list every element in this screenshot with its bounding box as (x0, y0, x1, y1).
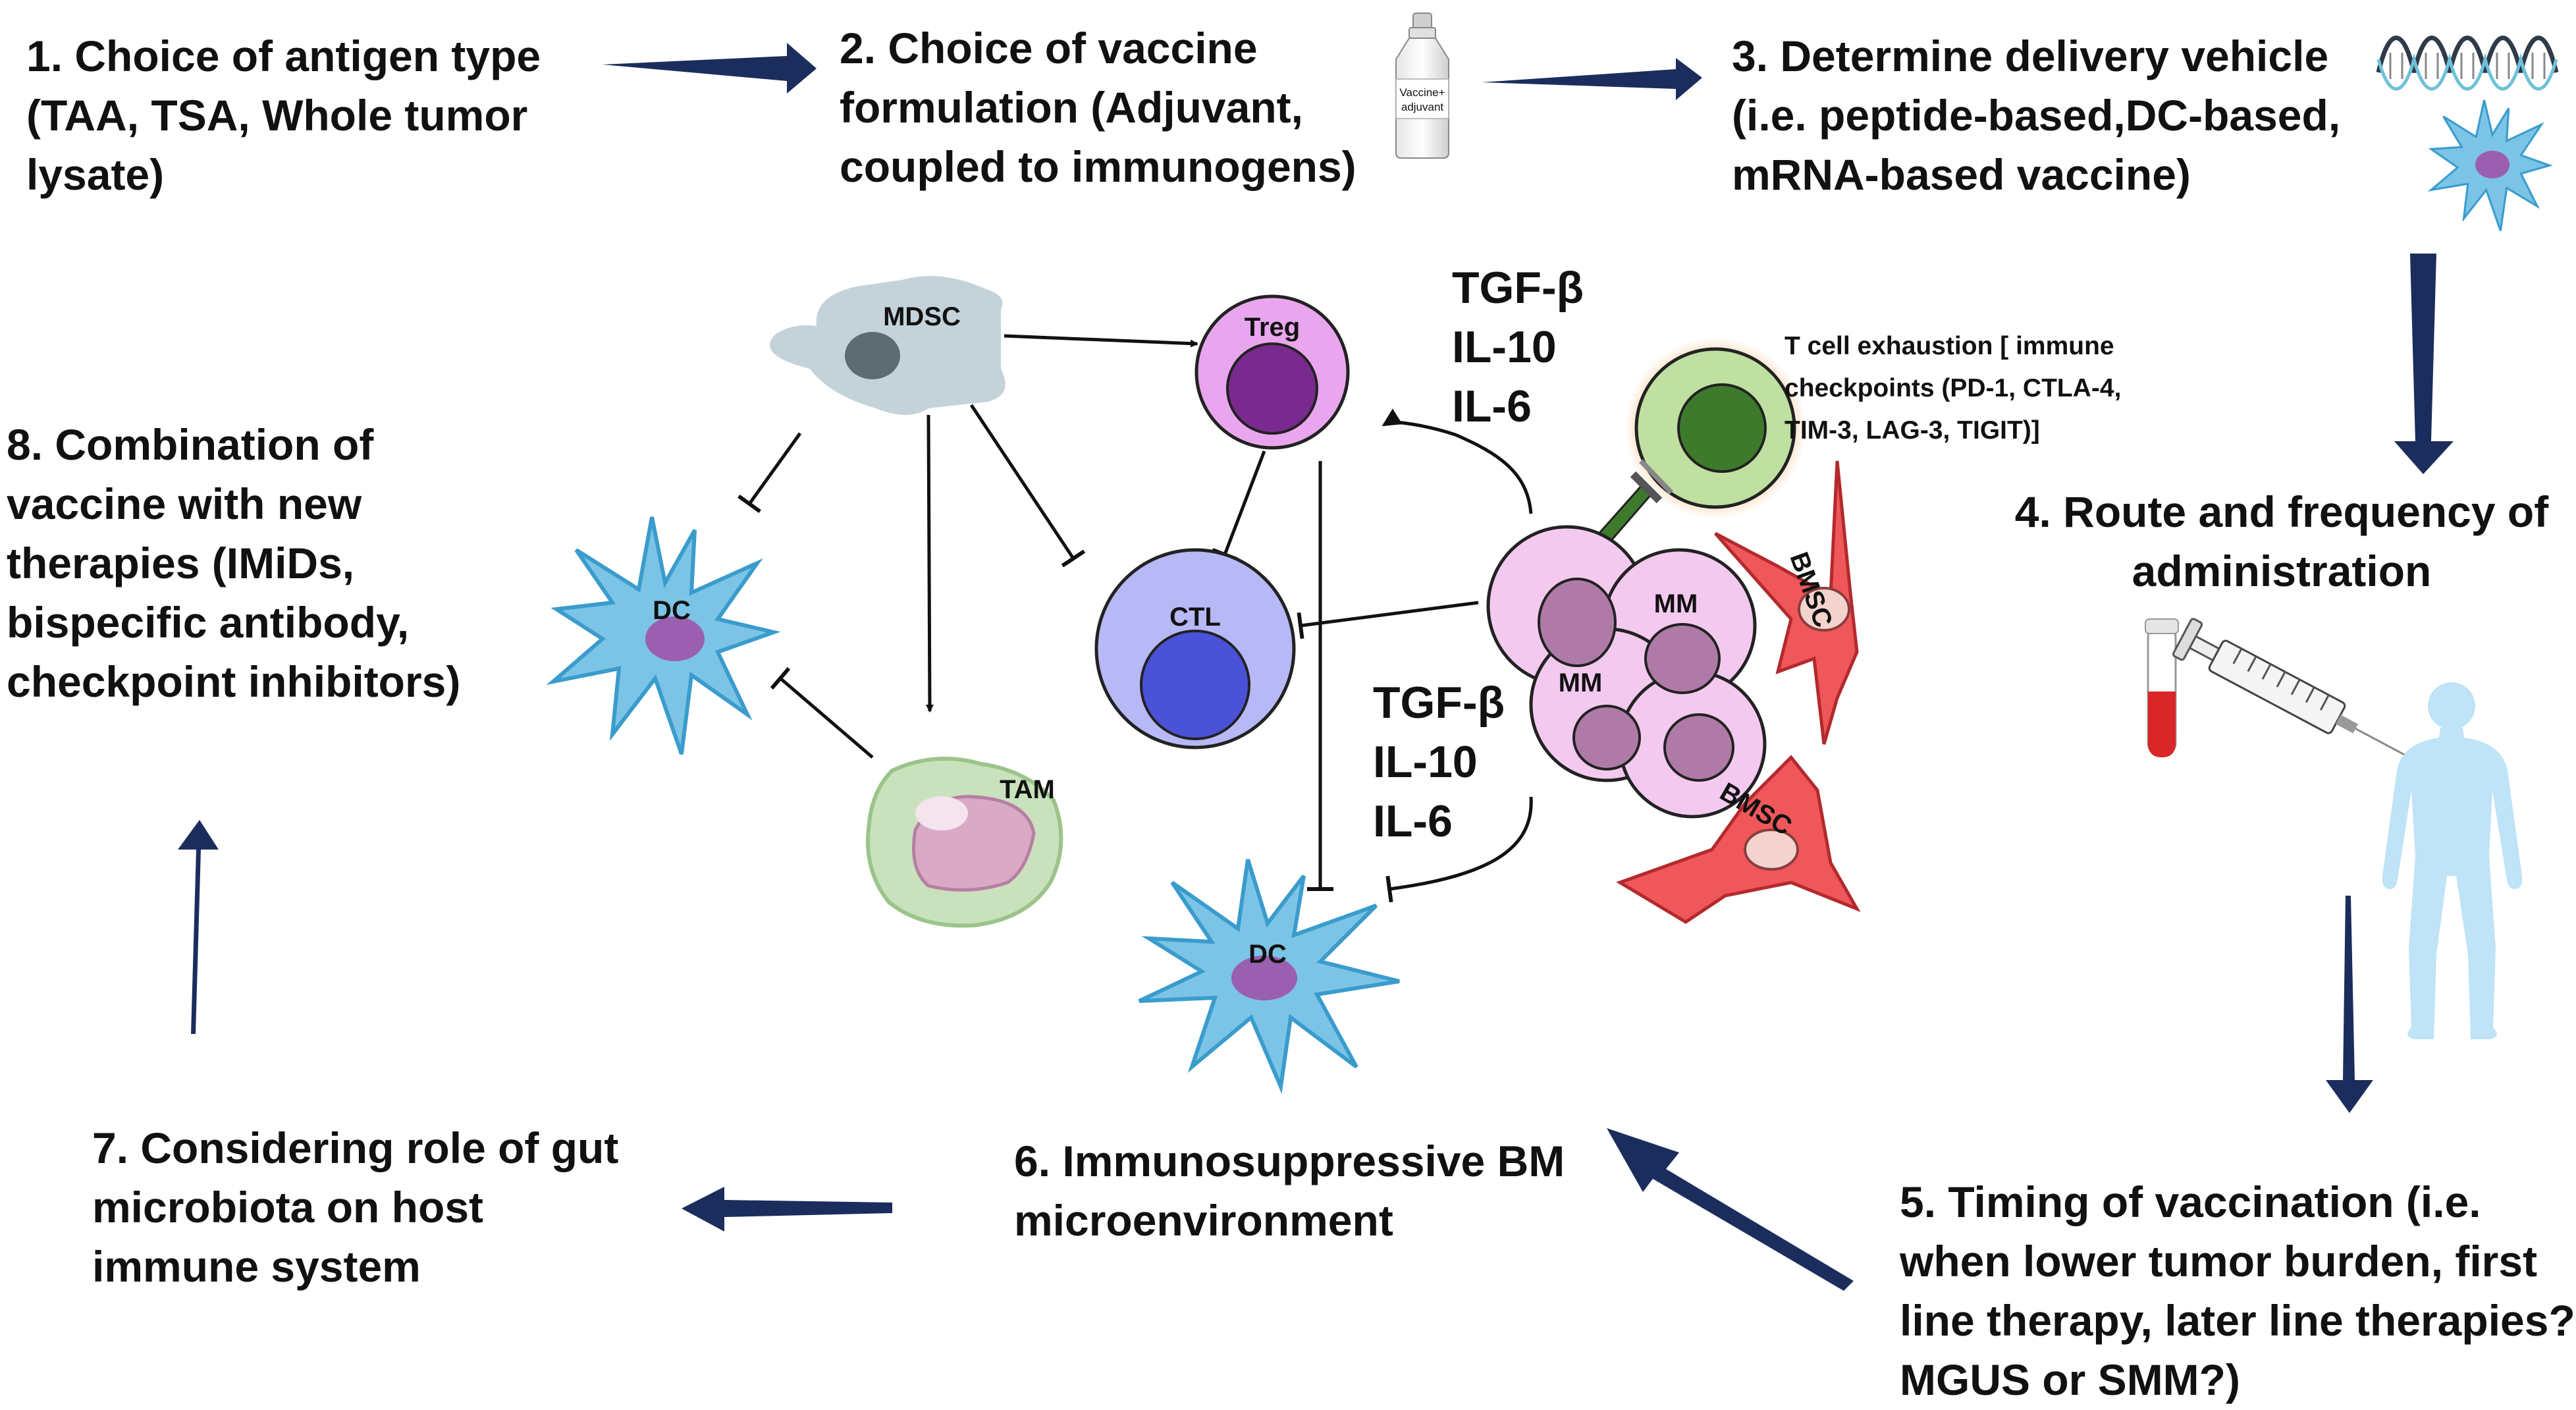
step-3-line: mRNA-based vaccine) (1732, 150, 2191, 199)
step-1-line: (TAA, TSA, Whole tumor (26, 91, 527, 140)
syringe-icon (2172, 618, 2438, 773)
step-8-line: bispecific antibody, (7, 598, 409, 647)
tam-cell: TAM (866, 757, 1063, 928)
vial-label-line2: adjuvant (1401, 101, 1444, 113)
exhausted-t-cell (1588, 337, 1806, 555)
step-8-line: vaccine with new (7, 479, 362, 528)
flow-arrow-3-to-4 (2394, 254, 2454, 474)
vaccine-vial-icon: Vaccine+ adjuvant (1395, 13, 1449, 159)
step-8-line: checkpoint inhibitors) (7, 657, 460, 706)
flow-arrows (178, 43, 2454, 1291)
step-8-line: 8. Combination of (7, 420, 374, 469)
step-5-line: MGUS or SMM?) (1900, 1355, 2240, 1404)
step-2-line: formulation (Adjuvant, (840, 83, 1303, 132)
step-6-line: 6. Immunosuppressive BM (1014, 1137, 1565, 1185)
step-6-text: 6. Immunosuppressive BM microenvironment (1014, 1137, 1565, 1245)
flow-arrow-6-to-7 (682, 1187, 892, 1232)
step-2-line: 2. Choice of vaccine (840, 24, 1258, 72)
step-1-line: 1. Choice of antigen type (26, 32, 541, 80)
flow-arrow-1-to-2 (603, 43, 817, 94)
cytokines-mid: TGF-β IL-10 IL-6 (1373, 678, 1505, 846)
step-1-text: 1. Choice of antigen type (TAA, TSA, Who… (26, 32, 541, 199)
cytokine-mid: IL-6 (1373, 796, 1453, 846)
exhaustion-line: checkpoints (PD-1, CTLA-4, (1784, 374, 2121, 402)
ctl-cell: CTL (1094, 548, 1296, 749)
bmsc-cell-upper: BMSC (1714, 460, 1859, 745)
t-cell-exhaustion-text: T cell exhaustion [ immune checkpoints (… (1784, 332, 2121, 445)
step-8-text: 8. Combination of vaccine with new thera… (7, 420, 460, 706)
flow-arrow-5-to-6 (1607, 1128, 1854, 1291)
inhibit-mm-to-dc (1385, 796, 1533, 903)
small-dc-icon (2427, 99, 2553, 231)
step-3-line: (i.e. peptide-based,DC-based, (1732, 91, 2340, 140)
inhibit-mdsc-to-dc (738, 432, 802, 514)
step-7-text: 7. Considering role of gut microbiota on… (92, 1124, 618, 1291)
step-5-text: 5. Timing of vaccination (i.e. when lowe… (1899, 1178, 2575, 1404)
inhibit-mdsc-to-ctl (969, 404, 1086, 568)
arrow-mm-to-treg (1382, 408, 1533, 514)
mm-label-1: MM (1654, 589, 1698, 618)
step-3-line: 3. Determine delivery vehicle (1732, 32, 2328, 80)
inhibit-mm-to-ctl (1297, 601, 1479, 639)
cytokine-top: IL-6 (1452, 381, 1532, 431)
mdsc-label: MDSC (883, 302, 961, 331)
mm-cell-cluster: MM MM (1486, 525, 1767, 819)
flow-arrow-2-to-3 (1482, 58, 1702, 100)
exhaustion-line: TIM-3, LAG-3, TIGIT)] (1784, 416, 2040, 445)
step-7-line: immune system (92, 1242, 421, 1291)
step-7-line: 7. Considering role of gut (92, 1124, 618, 1172)
step-1-line: lysate) (26, 150, 164, 199)
cytokines-top: TGF-β IL-10 IL-6 (1452, 263, 1584, 431)
treg-label: Treg (1245, 313, 1300, 342)
flow-arrow-7-to-8 (178, 820, 219, 1034)
arrow-mdsc-to-treg (1004, 334, 1198, 348)
arrow-mdsc-to-tam (925, 414, 934, 713)
step-3-text: 3. Determine delivery vehicle (i.e. pept… (1732, 32, 2340, 199)
blood-tube-icon (2145, 618, 2179, 757)
tam-label: TAM (1000, 775, 1055, 804)
mdsc-cell: MDSC (770, 276, 1006, 415)
step-2-line: coupled to immunogens) (840, 142, 1356, 191)
dc-bottom-label: DC (1248, 940, 1287, 969)
cytokine-mid: TGF-β (1373, 678, 1505, 728)
inhibit-treg-to-ctl (1212, 450, 1266, 561)
dc-bottom-cell: DC (1138, 859, 1400, 1095)
step-6-line: microenvironment (1014, 1196, 1393, 1245)
exhaustion-line: T cell exhaustion [ immune (1784, 332, 2114, 360)
step-4-text: 4. Route and frequency of administration (2015, 487, 2549, 595)
dc-left-label: DC (653, 596, 691, 625)
human-body-icon (2382, 682, 2523, 1039)
mrna-strand-icon (2376, 36, 2559, 91)
inhibit-tam-to-dc (770, 666, 874, 759)
step-5-line: when lower tumor burden, first (1899, 1237, 2537, 1286)
cytokine-top: TGF-β (1452, 263, 1584, 313)
treg-cell: Treg (1194, 294, 1350, 450)
step-5-line: 5. Timing of vaccination (i.e. (1900, 1178, 2481, 1226)
dc-left-cell: DC (546, 516, 781, 755)
cytokine-top: IL-10 (1452, 322, 1557, 372)
ctl-label: CTL (1169, 603, 1221, 632)
vial-label-line1: Vaccine+ (1399, 86, 1445, 99)
step-7-line: microbiota on host (92, 1183, 483, 1232)
interaction-lines (738, 334, 1533, 903)
step-4-line: administration (2132, 547, 2432, 595)
step-2-text: 2. Choice of vaccine formulation (Adjuva… (840, 24, 1356, 191)
step-5-line: line therapy, later line therapies? (1900, 1296, 2575, 1345)
step-4-line: 4. Route and frequency of (2015, 487, 2549, 536)
mm-label-2: MM (1559, 668, 1603, 697)
flow-arrow-4-to-5 (2326, 896, 2373, 1113)
step-8-line: therapies (IMiDs, (7, 539, 354, 587)
cytokine-mid: IL-10 (1373, 737, 1478, 787)
